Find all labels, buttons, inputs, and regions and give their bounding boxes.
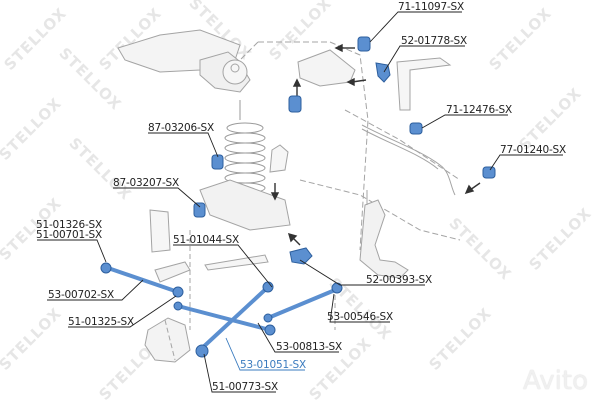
bushing-87-03207 (193, 202, 206, 218)
bushing-upper (288, 95, 302, 113)
part-label-53-00546-SX[interactable]: 53-00546-SX (327, 311, 393, 323)
part-label-87-03206-SX[interactable]: 87-03206-SX (148, 122, 214, 134)
bushing-71-12476 (409, 122, 423, 135)
part-label-51-00773-SX[interactable]: 51-00773-SX (212, 381, 278, 393)
part-label-53-00813-SX[interactable]: 53-00813-SX (276, 341, 342, 353)
bushing-71-11097 (357, 36, 371, 52)
part-label-53-01051-SX[interactable]: 53-01051-SX (240, 359, 306, 371)
part-label-53-00702-SX[interactable]: 53-00702-SX (48, 289, 114, 301)
part-label-77-01240-SX[interactable]: 77-01240-SX (500, 144, 566, 156)
part-label-51-00701-SX[interactable]: 51-00701-SX (36, 229, 102, 241)
part-label-51-01044-SX[interactable]: 51-01044-SX (173, 234, 239, 246)
part-label-52-00393-SX[interactable]: 52-00393-SX (366, 274, 432, 286)
ball-joint-52-00393 (289, 247, 313, 265)
part-label-71-12476-SX[interactable]: 71-12476-SX (446, 104, 512, 116)
bushing-87-03206 (211, 154, 224, 170)
bushing-77-01240 (482, 166, 496, 179)
part-label-87-03207-SX[interactable]: 87-03207-SX (113, 177, 179, 189)
part-label-51-01325-SX[interactable]: 51-01325-SX (68, 316, 134, 328)
part-label-51-01326-SX[interactable]: 51-01326-SX (36, 219, 102, 231)
part-label-52-01778-SX[interactable]: 52-01778-SX (401, 35, 467, 47)
part-label-71-11097-SX[interactable]: 71-11097-SX (398, 1, 464, 13)
avito-watermark: Avito (523, 366, 588, 396)
